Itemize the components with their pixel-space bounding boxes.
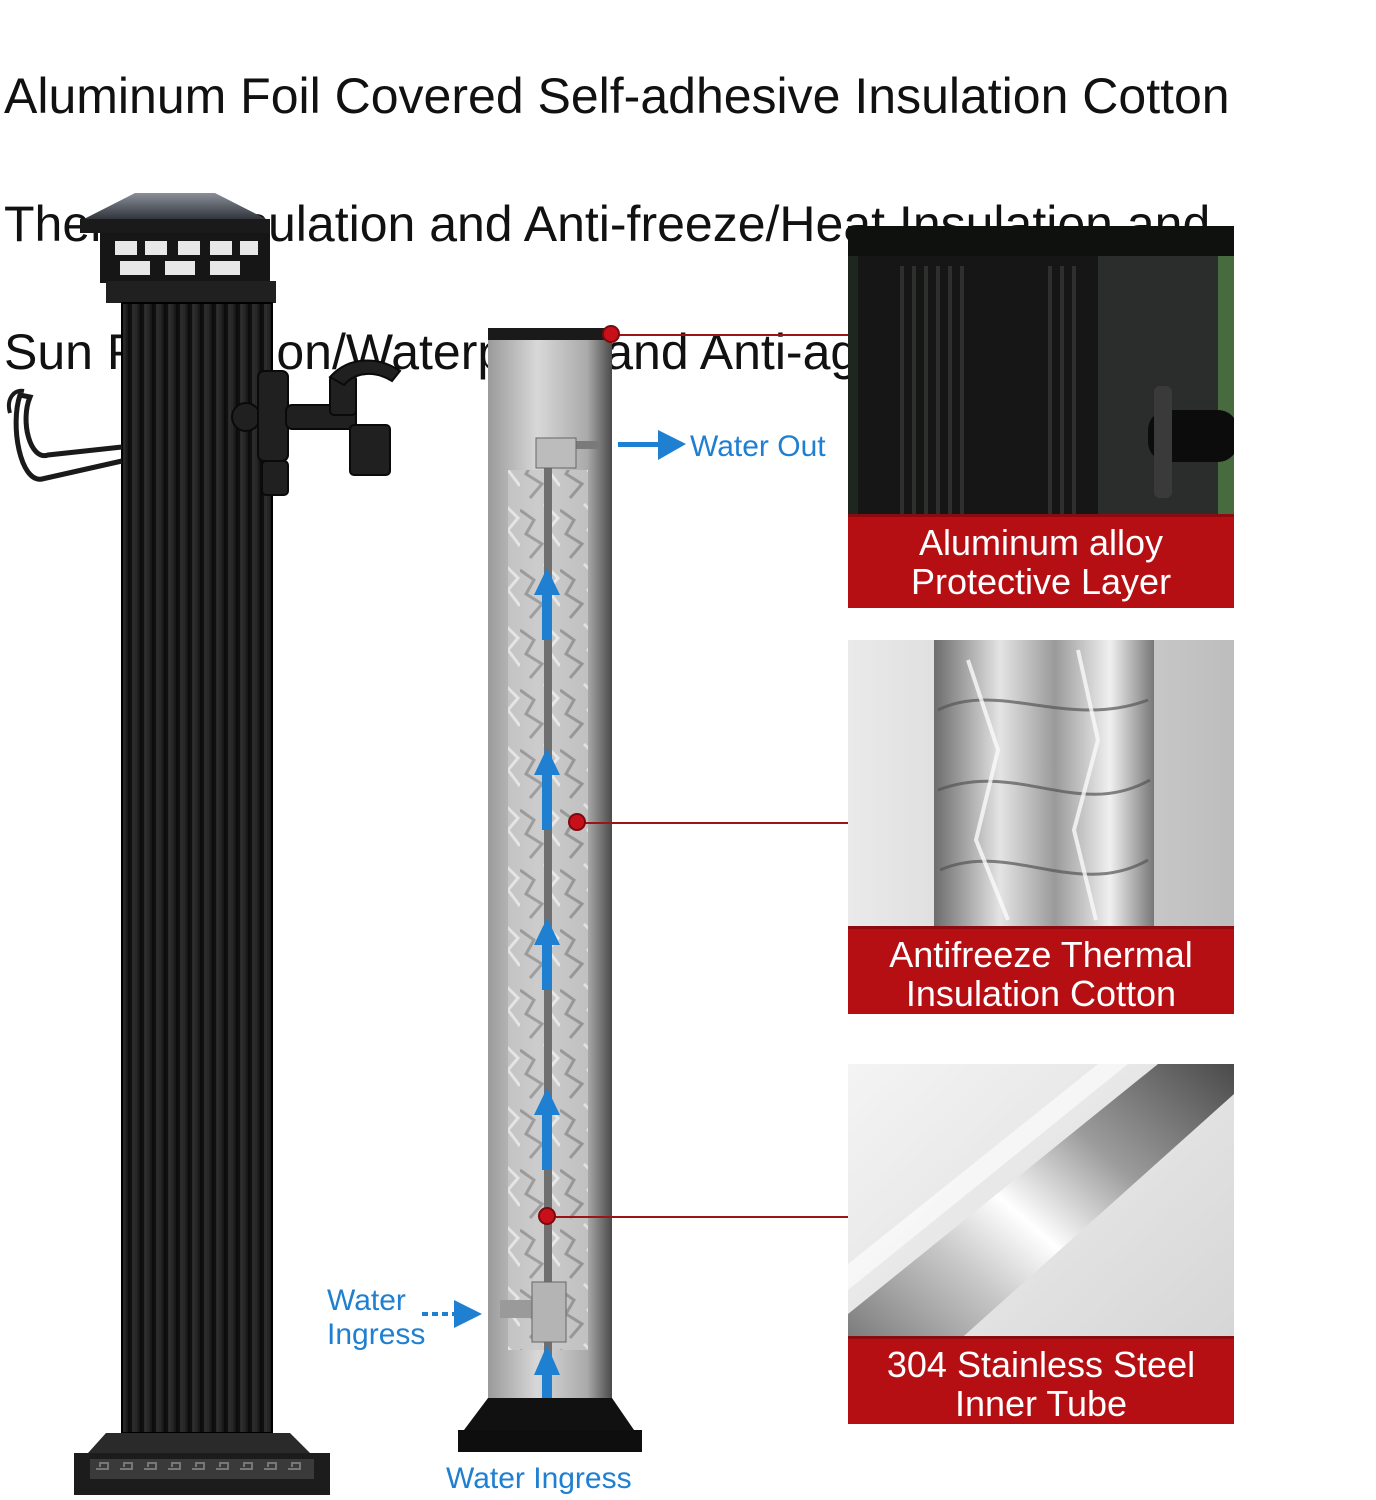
connector-dot-1 (604, 327, 618, 341)
panel-aluminum-band: Aluminum alloy Protective Layer (848, 514, 1234, 608)
connector-line-3 (548, 1216, 848, 1218)
panel-insulation-band: Antifreeze Thermal Insulation Cotton (848, 926, 1234, 1014)
cutaway-diagram (440, 320, 680, 1460)
water-ingress-side-label: Water Ingress (327, 1284, 425, 1352)
connector-dot-3 (540, 1209, 554, 1223)
water-post-image (0, 185, 420, 1500)
panel-insulation-line-2: Insulation Cotton (905, 973, 1177, 1014)
panel-stainless-tube: 304 Stainless Steel Inner Tube (848, 1064, 1234, 1424)
water-out-arrow-icon (618, 430, 686, 460)
solar-cap-top (80, 193, 270, 221)
panel-aluminum-alloy: Aluminum alloy Protective Layer (848, 226, 1234, 608)
flow-arrows (534, 568, 560, 1440)
panel-stainless-line-2: Inner Tube (954, 1383, 1128, 1424)
water-ingress-bottom-label: Water Ingress (446, 1462, 632, 1495)
faucet-graphic (231, 359, 402, 496)
water-out-label: Water Out (690, 430, 826, 463)
panel-insulation-line-1: Antifreeze Thermal (889, 934, 1193, 975)
panel-aluminum-line-1: Aluminum alloy (918, 522, 1164, 563)
panel-aluminum-line-2: Protective Layer (910, 561, 1172, 602)
connector-line-2 (578, 822, 848, 824)
panel-insulation-cotton: Antifreeze Thermal Insulation Cotton (848, 640, 1234, 1014)
post-base (88, 1433, 310, 1453)
title-line-1: Aluminum Foil Covered Self-adhesive Insu… (4, 68, 1230, 124)
connector-line-1 (612, 334, 848, 336)
water-ingress-side-line-2: Ingress (327, 1318, 426, 1351)
cutaway-illustration (458, 328, 642, 1452)
panel-stainless-band: 304 Stainless Steel Inner Tube (848, 1336, 1234, 1424)
water-ingress-side-line-1: Water (327, 1284, 406, 1317)
connector-dot-2 (570, 815, 584, 829)
water-post-illustration (7, 193, 402, 1500)
panel-stainless-line-1: 304 Stainless Steel (886, 1344, 1196, 1385)
water-ingress-side-arrow-icon (422, 1300, 482, 1328)
